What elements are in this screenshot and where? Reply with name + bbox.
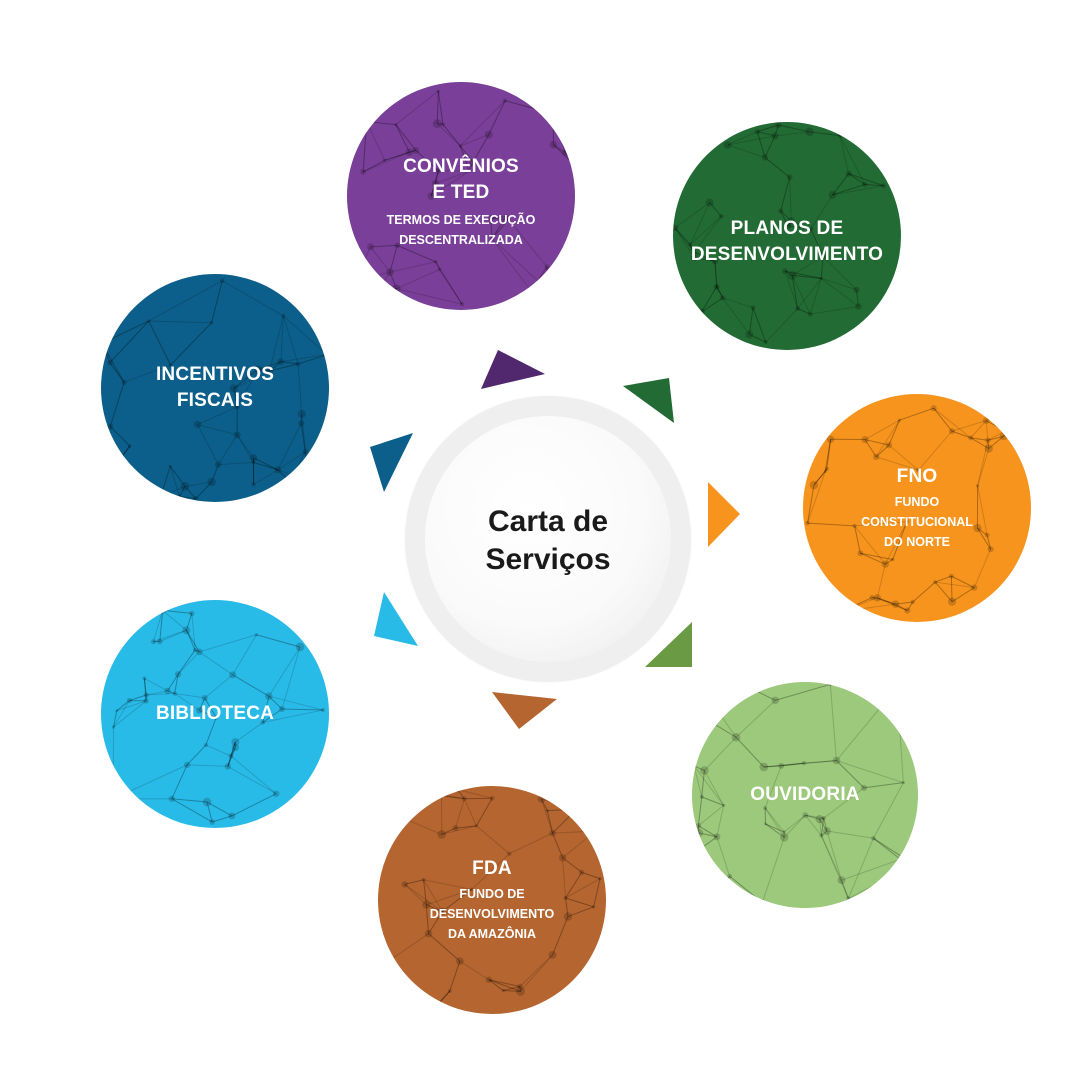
network-texture (101, 278, 329, 502)
service-title-line: FDA (472, 858, 512, 879)
service-convenios-ted[interactable]: CONVÊNIOS E TED TERMOS DE EXECUÇÃO DESCE… (347, 82, 575, 310)
arrow-planos (623, 378, 674, 423)
service-subtitle-line: FUNDO (894, 495, 940, 509)
network-texture (673, 122, 887, 345)
center-circle: Carta de Serviços (405, 396, 691, 682)
network-texture (805, 401, 1027, 614)
arrow-biblioteca (374, 592, 418, 646)
service-subtitle-line: CONSTITUCIONAL (861, 515, 973, 529)
service-planos-de-desenvolvimento[interactable]: PLANOS DE DESENVOLVIMENTO (673, 122, 901, 350)
center-title: Carta de Serviços (485, 505, 611, 576)
network-texture (111, 606, 326, 825)
service-title-line: CONVÊNIOS (403, 156, 519, 177)
service-fno[interactable]: FNO FUNDO CONSTITUCIONAL DO NORTE (803, 394, 1031, 622)
service-subtitle-line: FUNDO DE (459, 887, 525, 901)
service-subtitle-line: DESCENTRALIZADA (399, 233, 523, 247)
service-title-line: FISCAIS (176, 390, 254, 411)
service-fda[interactable]: FDA FUNDO DE DESENVOLVIMENTO DA AMAZÔNIA (378, 786, 606, 1014)
network-texture (384, 786, 602, 1014)
service-title-line: OUVIDORIA (750, 784, 860, 805)
network-texture (350, 89, 575, 307)
service-title-line: BIBLIOTECA (155, 703, 275, 724)
service-title-line: INCENTIVOS (155, 364, 275, 385)
service-title-line: FNO (896, 466, 938, 487)
service-title-line: DESENVOLVIMENTO (690, 244, 884, 265)
service-title-line: E TED (432, 182, 490, 203)
service-incentivos-fiscais[interactable]: INCENTIVOS FISCAIS (101, 274, 329, 502)
service-title-line: PLANOS DE (730, 218, 844, 239)
center-inner-circle: Carta de Serviços (425, 416, 671, 662)
arrow-fda (492, 692, 557, 729)
network-texture (692, 682, 913, 906)
service-subtitle-line: DO NORTE (884, 535, 950, 549)
service-biblioteca[interactable]: BIBLIOTECA (101, 600, 329, 828)
service-ouvidoria[interactable]: OUVIDORIA (692, 682, 918, 908)
arrow-fno (708, 482, 740, 547)
service-subtitle-line: TERMOS DE EXECUÇÃO (386, 213, 536, 227)
arrow-incentivos (370, 433, 413, 492)
service-subtitle-line: DA AMAZÔNIA (448, 927, 536, 941)
arrow-ouvidoria (645, 622, 692, 667)
service-subtitle-line: DESENVOLVIMENTO (429, 907, 555, 921)
arrow-convenios (481, 350, 545, 389)
